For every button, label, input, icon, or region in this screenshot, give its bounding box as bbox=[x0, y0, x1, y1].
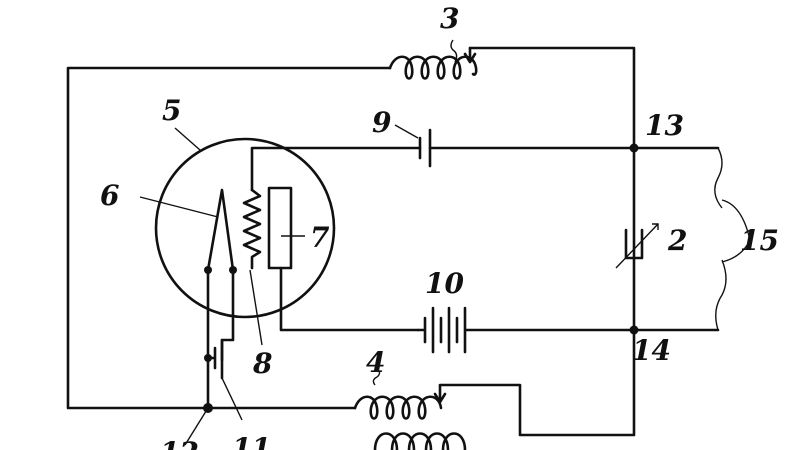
plate-7 bbox=[267, 186, 293, 270]
tap-arrow-3 bbox=[463, 46, 477, 64]
vacuum-tube-5 bbox=[154, 137, 336, 319]
filament-6 bbox=[206, 188, 235, 272]
label-2: 2 bbox=[667, 224, 687, 257]
inductor-4 bbox=[353, 395, 443, 420]
junction-14 bbox=[629, 325, 639, 335]
label-5: 5 bbox=[162, 94, 181, 127]
break-bottom bbox=[715, 259, 727, 331]
wire-plate bbox=[279, 266, 420, 332]
junction-13 bbox=[629, 143, 639, 153]
label-13: 13 bbox=[645, 109, 684, 142]
label-3: 3 bbox=[440, 2, 459, 35]
wire-grid-top bbox=[250, 146, 720, 192]
leader-12 bbox=[184, 407, 209, 446]
leader-8 bbox=[249, 269, 263, 346]
leader-4 bbox=[372, 368, 381, 386]
inductor-4-secondary bbox=[373, 432, 467, 450]
label-4: 4 bbox=[366, 346, 385, 379]
battery-10 bbox=[416, 306, 720, 354]
leader-5 bbox=[174, 127, 201, 151]
label-8: 8 bbox=[252, 347, 272, 380]
label-7: 7 bbox=[310, 221, 330, 254]
label-15: 15 bbox=[740, 224, 779, 257]
variable-arrow bbox=[615, 223, 659, 269]
label-11: 11 bbox=[232, 432, 271, 450]
label-10: 10 bbox=[425, 267, 464, 300]
leader-15 bbox=[721, 199, 751, 263]
wire-top-right bbox=[438, 46, 636, 437]
label-9: 9 bbox=[372, 106, 391, 139]
label-12: 12 bbox=[160, 436, 199, 450]
leader-6 bbox=[139, 196, 219, 218]
variable-capacitor-2 bbox=[624, 228, 644, 260]
inductor-3 bbox=[388, 55, 478, 80]
label-6: 6 bbox=[100, 179, 119, 212]
leader-11 bbox=[221, 377, 243, 421]
tap-arrow-4 bbox=[433, 392, 447, 404]
node bbox=[204, 354, 212, 362]
wire-filament bbox=[206, 268, 235, 410]
label-14: 14 bbox=[632, 334, 671, 367]
leader-3 bbox=[450, 39, 458, 63]
leader-9 bbox=[394, 124, 419, 139]
break-top bbox=[714, 147, 723, 209]
battery-9 bbox=[418, 128, 432, 168]
node bbox=[204, 266, 212, 274]
node bbox=[229, 266, 237, 274]
grid-8 bbox=[242, 188, 262, 270]
